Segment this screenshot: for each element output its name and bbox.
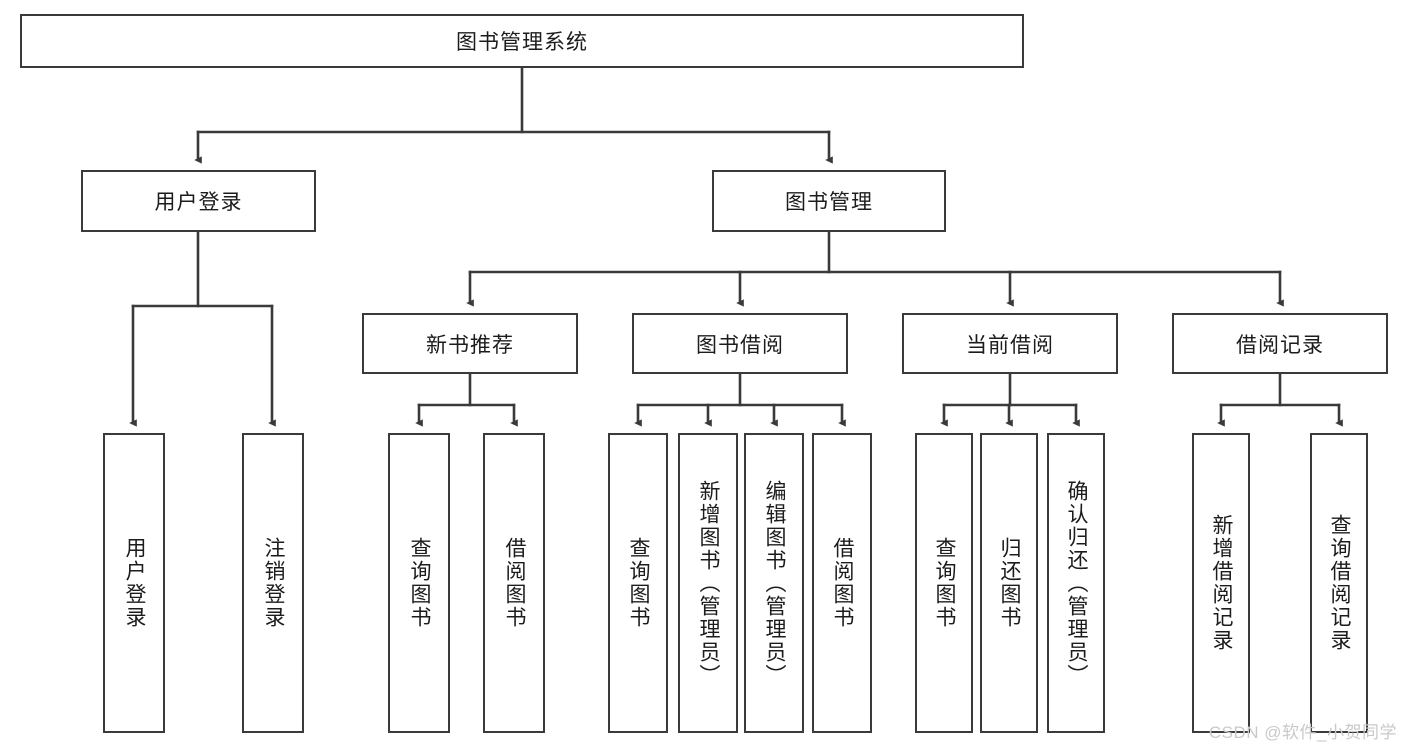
node-leaf-query-book-borrow[interactable]: 查询图书 (608, 433, 668, 733)
node-leaf-user-login[interactable]: 用户登录 (103, 433, 165, 733)
node-leaf-confirm-return-admin[interactable]: 确认归还（管理员） (1047, 433, 1105, 733)
node-label: 借阅记录 (1236, 333, 1324, 357)
node-label: 注销登录 (262, 537, 286, 629)
node-leaf-user-logout[interactable]: 注销登录 (242, 433, 304, 733)
node-label: 借阅图书 (831, 537, 855, 629)
node-label: 新增借阅记录 (1210, 514, 1234, 652)
node-new-book-recommend[interactable]: 新书推荐 (362, 313, 578, 374)
node-leaf-query-book-current[interactable]: 查询图书 (915, 433, 973, 733)
node-label: 用户登录 (123, 537, 147, 629)
node-leaf-add-book-admin[interactable]: 新增图书（管理员） (678, 433, 738, 733)
node-label: 归还图书 (998, 537, 1022, 629)
node-label: 查询借阅记录 (1328, 514, 1352, 652)
node-label: 当前借阅 (966, 333, 1054, 357)
node-leaf-query-borrow-record[interactable]: 查询借阅记录 (1310, 433, 1368, 733)
node-label: 确认归还（管理员） (1065, 479, 1089, 687)
node-label: 新书推荐 (426, 333, 514, 357)
node-leaf-add-borrow-record[interactable]: 新增借阅记录 (1192, 433, 1250, 733)
node-label: 查询图书 (627, 537, 651, 629)
node-label: 查询图书 (408, 537, 432, 629)
node-label: 图书管理系统 (456, 31, 588, 54)
node-system-root[interactable]: 图书管理系统 (20, 14, 1024, 68)
node-book-borrow[interactable]: 图书借阅 (632, 313, 848, 374)
node-leaf-edit-book-admin[interactable]: 编辑图书（管理员） (744, 433, 804, 733)
node-label: 图书借阅 (696, 333, 784, 357)
node-leaf-borrow-book-recommend[interactable]: 借阅图书 (483, 433, 545, 733)
node-label: 图书管理 (785, 191, 873, 214)
node-current-borrow[interactable]: 当前借阅 (902, 313, 1118, 374)
node-leaf-return-book[interactable]: 归还图书 (980, 433, 1038, 733)
node-book-management[interactable]: 图书管理 (712, 170, 946, 232)
csdn-watermark: CSDN @软件_小贺同学 (1208, 723, 1397, 742)
node-leaf-query-book-recommend[interactable]: 查询图书 (388, 433, 450, 733)
node-label: 用户登录 (154, 191, 243, 214)
node-leaf-borrow-book[interactable]: 借阅图书 (812, 433, 872, 733)
node-label: 查询图书 (933, 537, 957, 629)
node-label: 编辑图书（管理员） (763, 479, 787, 687)
node-user-login[interactable]: 用户登录 (81, 170, 316, 232)
node-label: 新增图书（管理员） (697, 479, 721, 687)
node-label: 借阅图书 (503, 537, 527, 629)
node-borrow-record[interactable]: 借阅记录 (1172, 313, 1388, 374)
